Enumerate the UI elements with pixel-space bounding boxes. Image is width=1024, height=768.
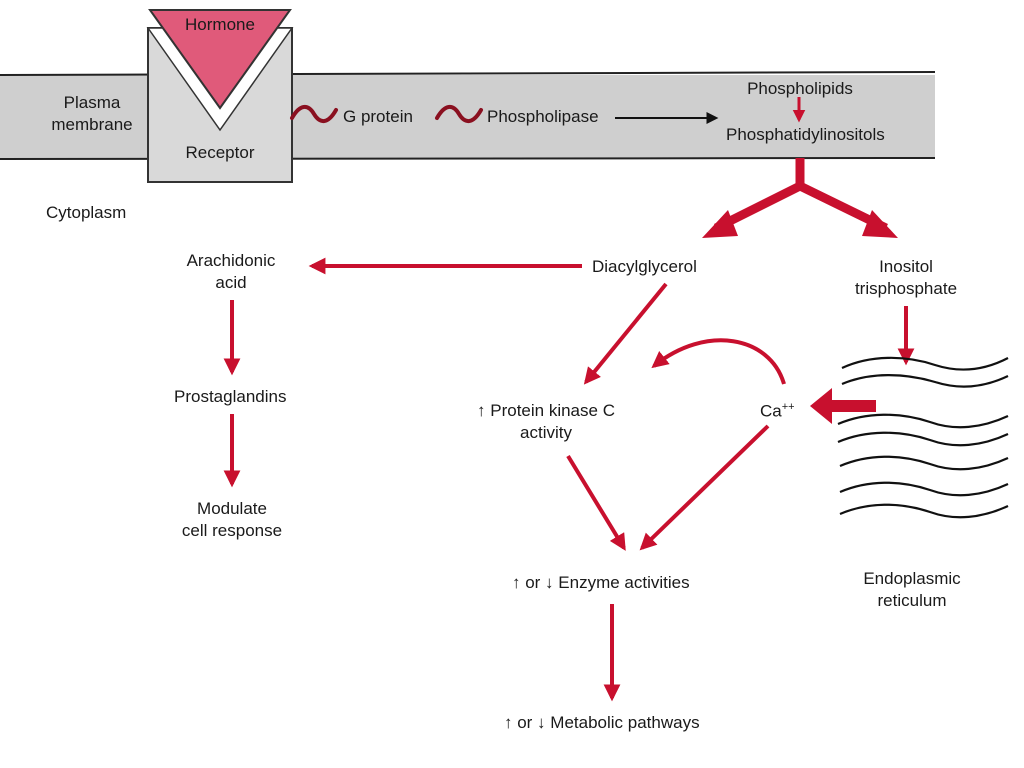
endoplasmic-reticulum-graphic (837, 356, 1009, 519)
membrane-top-line (0, 71, 936, 76)
tilde-squiggle-icon (290, 105, 338, 123)
hormone-triangle (148, 9, 292, 110)
phospholipids-label: Phospholipids (747, 79, 853, 98)
arachidonic-line-2: acid (215, 273, 247, 292)
metabolic-pathways-label: ↑ or ↓ Metabolic pathways (504, 713, 700, 732)
diacylglycerol-label: Diacylglycerol (592, 257, 697, 276)
calcium-label: Ca++ (760, 396, 795, 423)
endoplasmic-reticulum-label: Endoplasmic reticulum (852, 568, 972, 612)
er-line-2: reticulum (877, 591, 947, 610)
arrow-ca-to-enzyme (639, 424, 770, 551)
modulate-line-1: Modulate (197, 499, 267, 518)
pkc-line-2: activity (520, 423, 572, 442)
phosphatidylinositols-label: Phosphatidylinositols (726, 125, 885, 144)
fork-right-arrowhead (862, 210, 898, 238)
er-line-1: Endoplasmic (863, 569, 961, 588)
g-protein-label: G protein (343, 107, 413, 126)
arrow-er-to-ca-head (810, 388, 832, 424)
arrow-ca-to-pkc (651, 338, 786, 385)
cytoplasm-label: Cytoplasm (46, 203, 127, 222)
enzyme-activities-label: ↑ or ↓ Enzyme activities (512, 573, 690, 592)
protein-kinase-c-label: ↑ Protein kinase C activity (466, 400, 626, 444)
calcium-symbol: Ca (760, 401, 782, 421)
membrane-bottom-line (0, 157, 936, 160)
fork-left-arrowhead (702, 210, 738, 238)
prostaglandins-label: Prostaglandins (174, 387, 287, 406)
plasma-membrane-label: Plasma membrane (44, 92, 140, 136)
arrow-dag-to-pkc (583, 282, 668, 385)
inositol-line-1: Inositol (879, 257, 933, 276)
arachidonic-line-1: Arachidonic (186, 251, 276, 270)
inositol-trisphosphate-label: Inositol trisphosphate (846, 256, 966, 300)
arrow-pkc-to-enzyme (566, 454, 626, 551)
calcium-charge: ++ (781, 401, 795, 413)
modulate-cell-response-label: Modulate cell response (172, 498, 292, 542)
receptor-label: Receptor (185, 143, 255, 162)
modulate-line-2: cell response (181, 521, 283, 540)
tilde-squiggle-icon (435, 105, 483, 123)
inositol-line-2: trisphosphate (854, 279, 958, 298)
pkc-line-1: ↑ Protein kinase C (477, 401, 615, 420)
phospholipase-label: Phospholipase (487, 107, 599, 126)
hormone-label: Hormone (185, 15, 255, 34)
arachidonic-acid-label: Arachidonic acid (166, 250, 296, 294)
plasma-membrane-line-1: Plasma (63, 93, 121, 112)
plasma-membrane-line-2: membrane (51, 115, 133, 134)
